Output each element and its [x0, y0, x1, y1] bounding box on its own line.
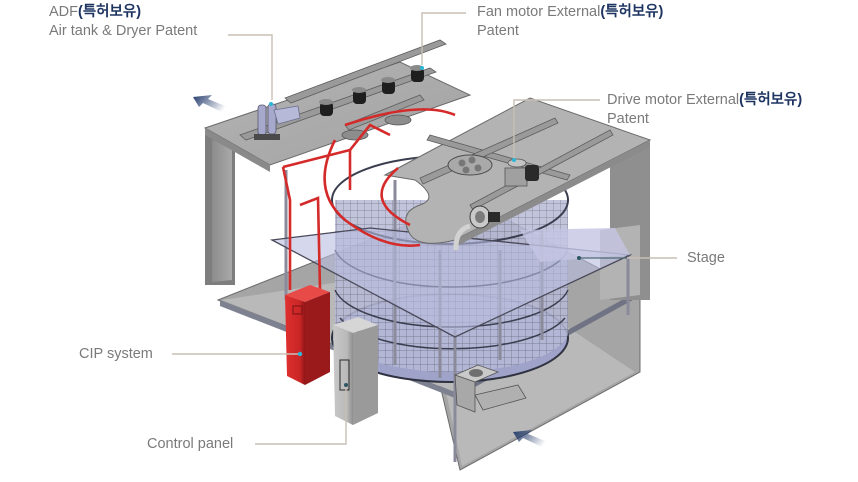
- outlet-arrow: [193, 95, 230, 113]
- stage-callout: Stage: [687, 250, 725, 266]
- adf-callout-title: ADF(특허보유): [49, 3, 197, 22]
- adf-air-tank: [254, 103, 301, 140]
- roof-left: [203, 61, 472, 166]
- control-panel-leader-line: [255, 385, 347, 445]
- control-panel-callout: Control panel: [147, 436, 234, 452]
- control-panel-dot: [344, 383, 348, 387]
- fan-motor: [352, 87, 366, 104]
- drive-motor-patent-badge: (특허보유): [739, 92, 803, 108]
- drive-motor-callout-subtitle: Patent: [607, 111, 649, 127]
- drive-motor: [447, 154, 539, 251]
- fan-motor-callout-subtitle: Patent: [477, 23, 519, 39]
- fan-motor: [319, 99, 333, 116]
- drive-motor-callout-title: Drive motor External(특허보유): [607, 91, 802, 110]
- outfeed-unit: [453, 364, 527, 413]
- inlet-arrow: [513, 430, 550, 448]
- drive-motor-dot: [512, 158, 516, 162]
- fan-motor-leader-line: [421, 12, 466, 65]
- cip-system-callout: CIP system: [79, 346, 153, 362]
- cip-dot: [297, 351, 303, 357]
- drive-motor-callout: Drive motor External(특허보유) Patent: [607, 91, 802, 129]
- adf-patent-badge: (특허보유): [78, 4, 142, 20]
- adf-callout: ADF(특허보유) Air tank & Dryer Patent: [49, 3, 197, 41]
- blower: [453, 205, 500, 251]
- roof-right-edge: [455, 140, 650, 247]
- adf-callout-prefix: ADF: [49, 4, 78, 20]
- adf-leader-line: [228, 34, 273, 100]
- adf-callout-subtitle: Air tank & Dryer Patent: [49, 23, 198, 39]
- stage-right-glass: [520, 228, 630, 262]
- fan-motor-dot: [420, 66, 424, 70]
- drive-motor-callout-prefix: Drive motor External: [607, 92, 740, 108]
- fan-motor-callout: Fan motor External(특허보유) Patent: [477, 3, 663, 41]
- fan-motor-patent-badge: (특허보유): [600, 4, 664, 20]
- fan-motor-callout-title: Fan motor External(특허보유): [477, 3, 663, 22]
- fan-motor-callout-prefix: Fan motor External: [477, 4, 601, 20]
- cip-cabinet: [285, 285, 330, 385]
- adf-dot: [269, 102, 273, 106]
- fan-motor: [381, 77, 395, 94]
- stage-dot: [577, 256, 581, 260]
- fan-motor: [410, 65, 424, 82]
- left-wall-inner: [212, 140, 232, 282]
- drive-motor-leader-line: [513, 99, 600, 160]
- cip-piping: [281, 108, 456, 291]
- control-panel-cabinet: [333, 317, 378, 425]
- roof-left-edge: [205, 128, 270, 172]
